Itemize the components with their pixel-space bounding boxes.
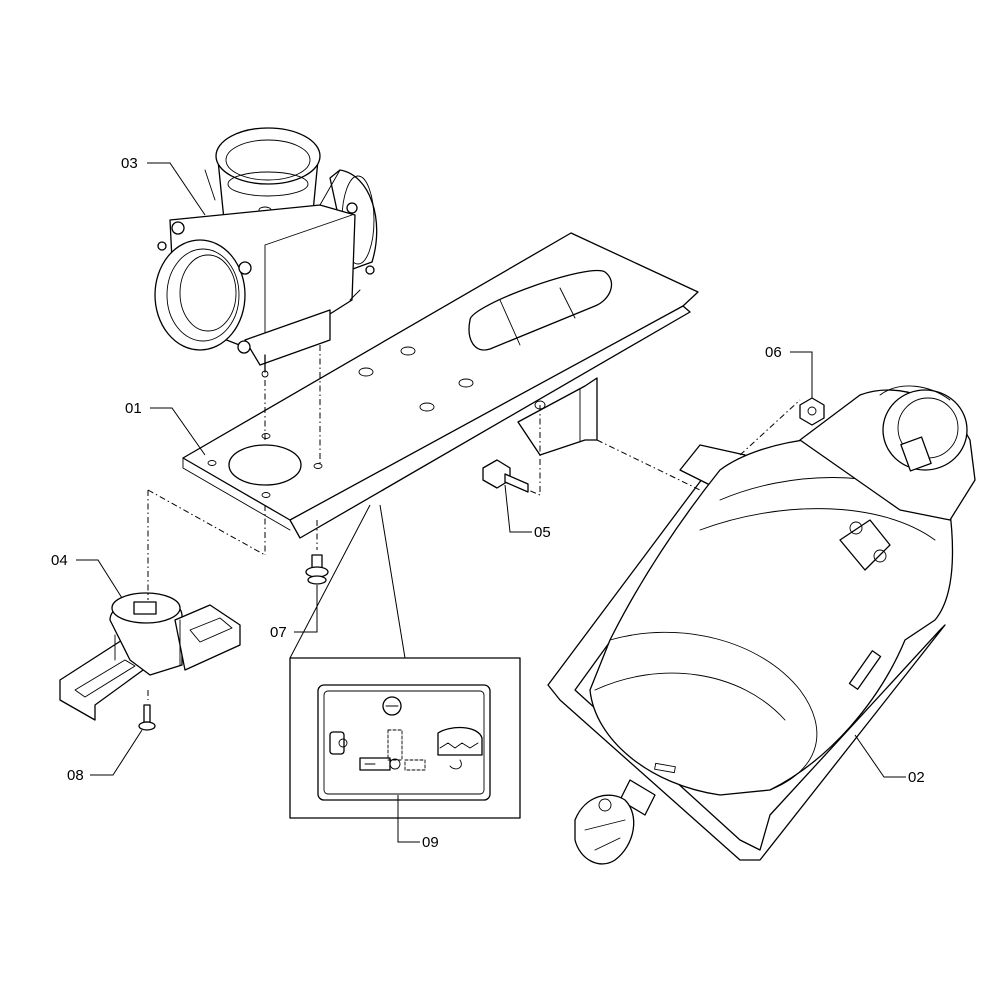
part-05-bolt	[482, 459, 529, 493]
callout-08: 08	[67, 767, 84, 784]
part-06-nut	[799, 397, 825, 426]
part-08-screw	[138, 704, 156, 731]
part-04-bracket	[59, 592, 241, 721]
callout-07: 07	[270, 624, 287, 641]
callout-05: 05	[534, 524, 551, 541]
callout-09: 09	[422, 834, 439, 851]
part-07-screw	[305, 554, 329, 585]
part-02-tank-assembly	[547, 385, 976, 865]
leader-lines	[76, 162, 906, 843]
part-03-valve-housing	[154, 127, 378, 378]
assembly-lines	[147, 345, 801, 700]
part-01-mounting-plate	[182, 232, 699, 539]
callout-01: 01	[125, 400, 142, 417]
callout-04: 04	[51, 552, 68, 569]
callout-06: 06	[765, 344, 782, 361]
callout-03: 03	[121, 155, 138, 172]
part-09-label-detail	[289, 504, 521, 819]
callout-02: 02	[908, 769, 925, 786]
